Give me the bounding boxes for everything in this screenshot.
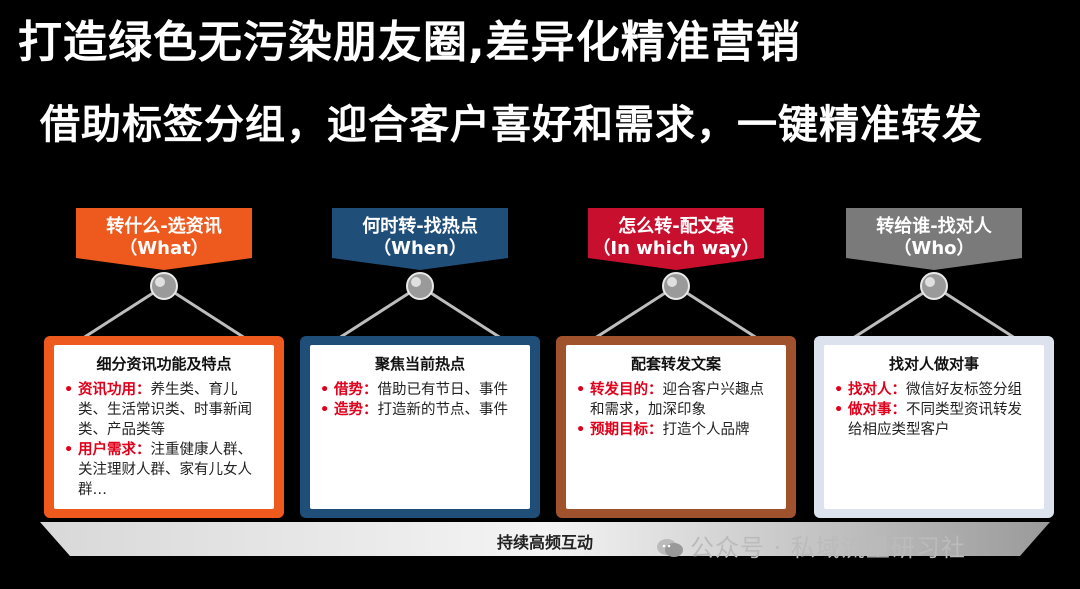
base-platform [40, 522, 1050, 556]
banner-title: 转什么-选资讯 [106, 216, 222, 237]
banner-subtitle: （In which way） [592, 238, 760, 259]
banner-who: 转给谁-找对人 （Who） [846, 208, 1022, 276]
list-item: 做对事：不同类型资讯转发给相应类型客户 [834, 400, 1034, 440]
card-when: 聚焦当前热点 借势：借助已有节日、事件 造势：打造新的节点、事件 [300, 336, 540, 518]
connector [79, 272, 249, 342]
column-who: 转给谁-找对人 （Who） 找对人做对事 找对人：微信好友标签分组 做对事：不同… [814, 208, 1054, 526]
banner-subtitle: （When） [373, 238, 467, 259]
wechat-icon [657, 539, 683, 557]
banner-what: 转什么-选资讯 （What） [76, 208, 252, 276]
connector [849, 272, 1019, 342]
column-what: 转什么-选资讯 （What） 细分资讯功能及特点 资讯功用：养生类、育儿类、生活… [44, 208, 284, 526]
banner-shape [332, 208, 508, 270]
list-item: 资讯功用：养生类、育儿类、生活常识类、时事新闻类、产品类等 [64, 380, 264, 440]
page-title: 打造绿色无污染朋友圈,差异化精准营销 [18, 17, 801, 68]
watermark: 公众号 · 私域流量研习社 [656, 528, 966, 563]
card-title: 聚焦当前热点 [374, 355, 465, 373]
card-title: 配套转发文案 [630, 355, 721, 373]
banner-shape [588, 208, 764, 270]
banner-when: 何时转-找热点 （When） [332, 208, 508, 276]
list-item: 转发目的：迎合客户兴趣点和需求，加深印象 [576, 380, 776, 420]
column-when: 何时转-找热点 （When） 聚焦当前热点 借势：借助已有节日、事件 造势：打造… [300, 208, 540, 526]
list-item: 借势：借助已有节日、事件 [320, 380, 520, 400]
base-label: 持续高频互动 [496, 533, 593, 552]
card-how: 配套转发文案 转发目的：迎合客户兴趣点和需求，加深印象 预期目标：打造个人品牌 [556, 336, 796, 518]
column-how: 怎么转-配文案 （In which way） 配套转发文案 转发目的：迎合客户兴… [556, 208, 796, 526]
banner-subtitle: （What） [119, 238, 209, 259]
banner-title: 怎么转-配文案 [618, 216, 734, 237]
banner-shape [846, 208, 1022, 270]
list-item: 造势：打造新的节点、事件 [320, 400, 520, 420]
banner-shape [76, 208, 252, 270]
connector [591, 272, 761, 342]
banner-subtitle: （Who） [893, 238, 975, 259]
page-subtitle: 借助标签分组，迎合客户喜好和需求，一键精准转发 [40, 102, 983, 148]
list-item: 找对人：微信好友标签分组 [834, 380, 1034, 400]
banner-title: 何时转-找热点 [362, 216, 478, 237]
watermark-text: 公众号 · 私域流量研习社 [690, 534, 966, 562]
list-item: 用户需求：注重健康人群、关注理财人群、家有儿女人群… [64, 440, 264, 500]
card-what: 细分资讯功能及特点 资讯功用：养生类、育儿类、生活常识类、时事新闻类、产品类等 … [44, 336, 284, 518]
list-item: 预期目标：打造个人品牌 [576, 420, 776, 440]
connector [335, 272, 505, 342]
banner-title: 转给谁-找对人 [876, 216, 992, 237]
card-who: 找对人做对事 找对人：微信好友标签分组 做对事：不同类型资讯转发给相应类型客户 [814, 336, 1054, 518]
card-title: 找对人做对事 [888, 355, 979, 373]
banner-how: 怎么转-配文案 （In which way） [588, 208, 764, 276]
card-title: 细分资讯功能及特点 [96, 355, 232, 373]
